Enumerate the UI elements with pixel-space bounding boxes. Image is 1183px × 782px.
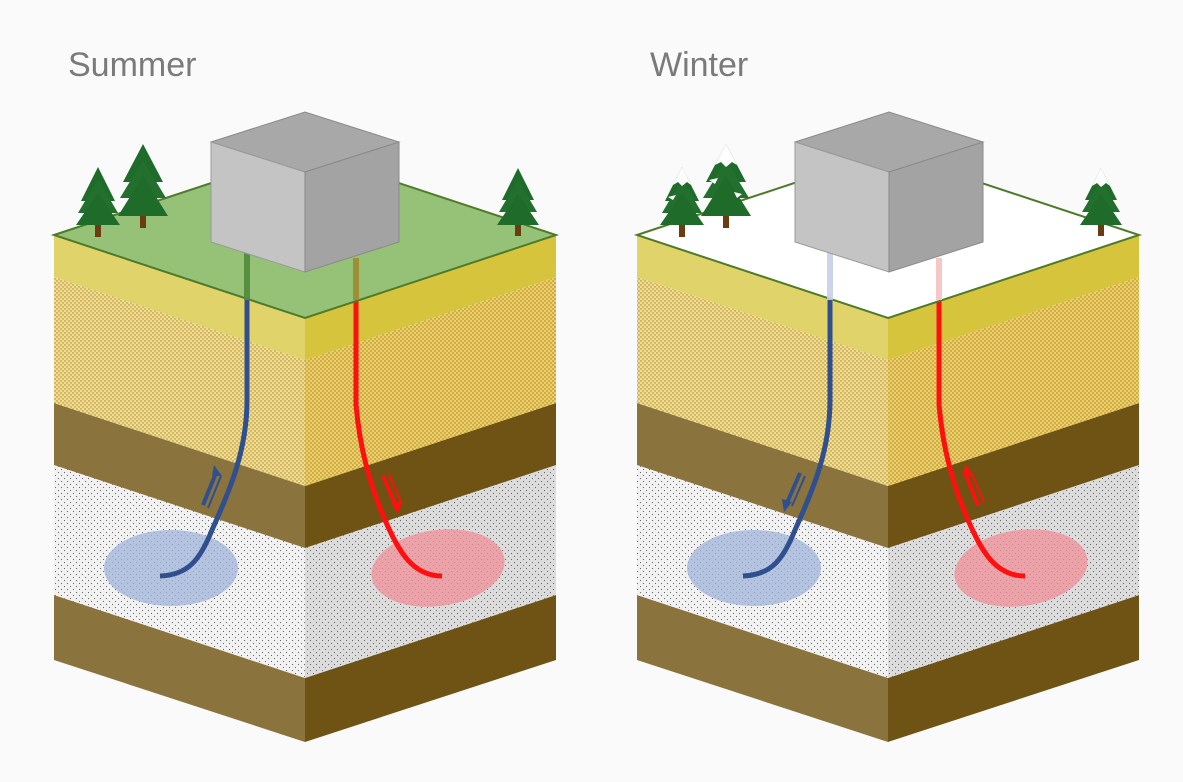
flow-arrow-cold-down [782,472,806,512]
flow-arrow-warm-up [962,464,985,506]
topsoil-layer [54,235,556,360]
cold-plume [104,530,238,606]
warm-well [353,300,443,579]
panel-title-winter: Winter [650,46,748,84]
flow-arrow-cold-up [201,465,222,509]
tree-icon [118,144,168,228]
clay-layer-middle [54,403,556,548]
warm-plume [954,529,1088,607]
snowy-tree-icon [701,144,751,228]
cold-well [159,300,250,579]
building [209,111,401,273]
clay-layer-bottom [637,595,1139,742]
building [793,111,985,273]
panel-winter: Winter [633,46,1143,742]
tree-icon [76,167,120,237]
flow-arrow-warm-down [381,473,402,514]
warm-well [936,300,1026,579]
cold-well [742,300,833,579]
warm-plume [371,529,505,607]
cold-plume [687,530,821,606]
panel-title-summer: Summer [68,46,196,84]
tree-icon [497,168,539,236]
topsoil-layer [637,235,1139,360]
snowy-tree-icon [660,167,704,237]
clay-layer-bottom [54,595,556,742]
clay-layer-middle [637,403,1139,548]
panel-summer: Summer [50,46,560,742]
snowy-tree-icon [1080,168,1122,236]
